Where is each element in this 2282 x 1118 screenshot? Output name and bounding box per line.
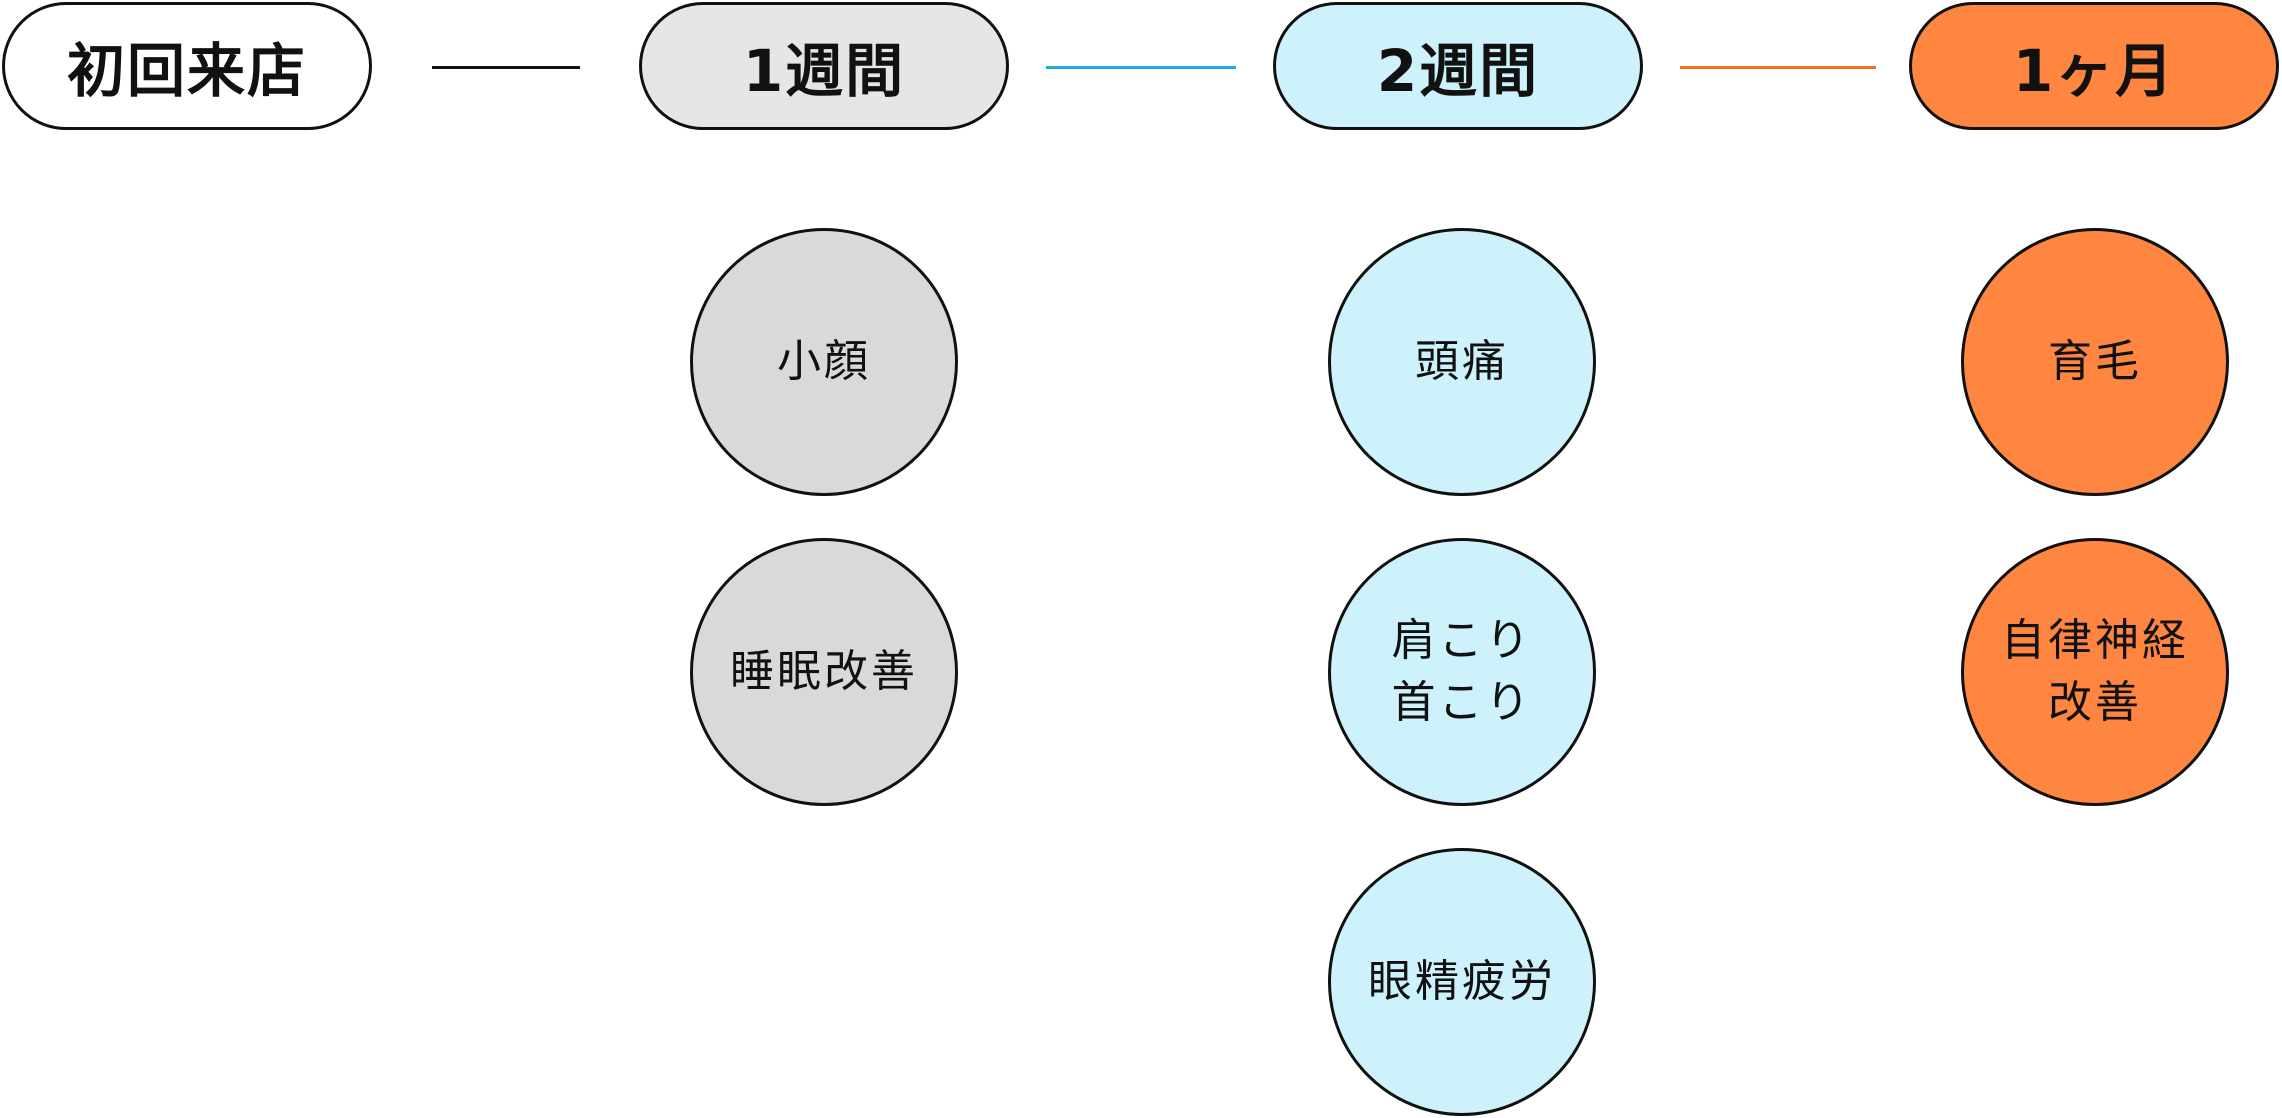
benefit-label-line-2: 首こり [1391,677,1533,728]
benefit-label: 育毛 [2048,336,2142,388]
benefit-label: 小顔 [777,336,871,388]
benefit-label-line-1: 自律神経 [2001,615,2189,667]
connector-first-to-week1 [432,66,580,69]
benefit-shoulder-neck-stiffness: 肩こり 首こり [1328,538,1596,806]
benefit-eye-strain: 眼精疲労 [1328,848,1596,1116]
stage-first-visit: 初回来店 [2,2,372,130]
stage-2-weeks: 2週間 [1273,2,1643,130]
connector-week2-to-month1 [1680,66,1876,69]
benefit-headache: 頭痛 [1328,228,1596,496]
stage-2-weeks-label: 2週間 [1376,37,1540,105]
stage-1-week: 1週間 [639,2,1009,130]
benefit-hair-growth: 育毛 [1961,228,2229,496]
stage-1-week-label: 1週間 [742,37,906,105]
stage-first-visit-label: 初回来店 [66,37,307,105]
benefit-label: 頭痛 [1415,336,1509,388]
benefit-small-face: 小顔 [690,228,958,496]
benefit-label: 眼精疲労 [1368,956,1556,1008]
benefit-label: 睡眠改善 [730,646,918,698]
connector-week1-to-week2 [1046,66,1236,69]
stage-1-month: 1ヶ月 [1909,2,2279,130]
benefit-sleep-improvement: 睡眠改善 [690,538,958,806]
benefit-label-line-2: 改善 [2048,677,2142,728]
benefit-autonomic-nerve-improvement: 自律神経 改善 [1961,538,2229,806]
stage-1-month-label: 1ヶ月 [2012,37,2176,105]
benefit-label-line-1: 肩こり [1391,615,1533,667]
